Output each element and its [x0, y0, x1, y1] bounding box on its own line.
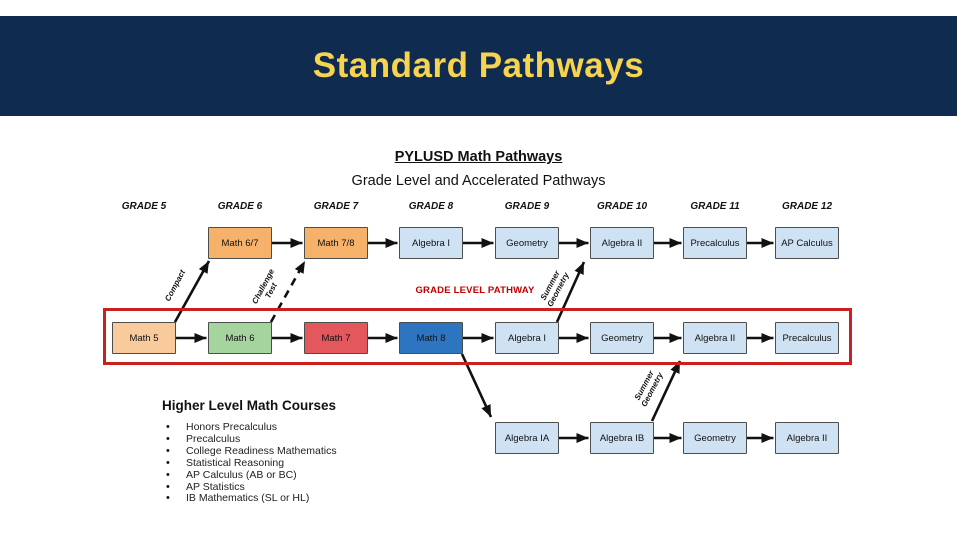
node-algebra-2-acc: Algebra II: [590, 227, 654, 259]
grade-level-pathway-outline: [103, 308, 852, 365]
edge-label-compact: Compact: [163, 268, 188, 303]
node-geometry-acc: Geometry: [495, 227, 559, 259]
grade-header-grade-10: GRADE 10: [596, 201, 647, 212]
node-math-6: Math 6: [208, 322, 272, 354]
node-math-6-7: Math 6/7: [208, 227, 272, 259]
grade-level-pathway-label: GRADE LEVEL PATHWAY: [415, 285, 535, 296]
course-item: College Readiness Mathematics: [162, 445, 462, 458]
node-precalculus-gl: Precalculus: [775, 322, 839, 354]
grade-header-grade-5: GRADE 5: [121, 201, 167, 212]
course-item: Statistical Reasoning: [162, 457, 462, 470]
edge-label-challenge-test: Challenge Test: [250, 267, 279, 306]
grade-header-grade-7: GRADE 7: [313, 201, 359, 212]
course-item: AP Calculus (AB or BC): [162, 469, 462, 482]
slide-banner: Standard Pathways: [0, 16, 957, 116]
node-math-7-8: Math 7/8: [304, 227, 368, 259]
courses-heading: Higher Level Math Courses: [162, 398, 337, 413]
course-item: Honors Precalculus: [162, 421, 462, 434]
grade-header-grade-8: GRADE 8: [408, 201, 454, 212]
slide-title: Standard Pathways: [312, 46, 645, 85]
node-algebra-2-gl: Algebra II: [683, 322, 747, 354]
node-algebra-1-gl: Algebra I: [495, 322, 559, 354]
course-list: Honors PrecalculusPrecalculusCollege Rea…: [162, 421, 462, 506]
node-precalculus-acc: Precalculus: [683, 227, 747, 259]
course-item: IB Mathematics (SL or HL): [162, 493, 462, 506]
node-algebra-1b: Algebra IB: [590, 422, 654, 454]
diagram-title: PYLUSD Math Pathways: [394, 149, 563, 165]
grade-header-grade-11: GRADE 11: [690, 201, 740, 212]
grade-header-grade-9: GRADE 9: [504, 201, 550, 212]
grade-header-grade-12: GRADE 12: [781, 201, 832, 212]
grade-header-grade-6: GRADE 6: [217, 201, 263, 212]
node-algebra-2-alt: Algebra II: [775, 422, 839, 454]
course-item: Precalculus: [162, 433, 462, 446]
node-geometry-alt: Geometry: [683, 422, 747, 454]
node-geometry-gl: Geometry: [590, 322, 654, 354]
node-algebra-1-acc: Algebra I: [399, 227, 463, 259]
higher-level-courses: Higher Level Math Courses Honors Precalc…: [162, 398, 462, 505]
diagram-subtitle: Grade Level and Accelerated Pathways: [351, 173, 606, 189]
node-math-7: Math 7: [304, 322, 368, 354]
node-math-5: Math 5: [112, 322, 176, 354]
edge-label-summer-geometry-2: Summer Geometry: [632, 369, 665, 409]
node-math-8: Math 8: [399, 322, 463, 354]
node-algebra-1a: Algebra IA: [495, 422, 559, 454]
course-item: AP Statistics: [162, 481, 462, 494]
node-ap-calculus: AP Calculus: [775, 227, 839, 259]
